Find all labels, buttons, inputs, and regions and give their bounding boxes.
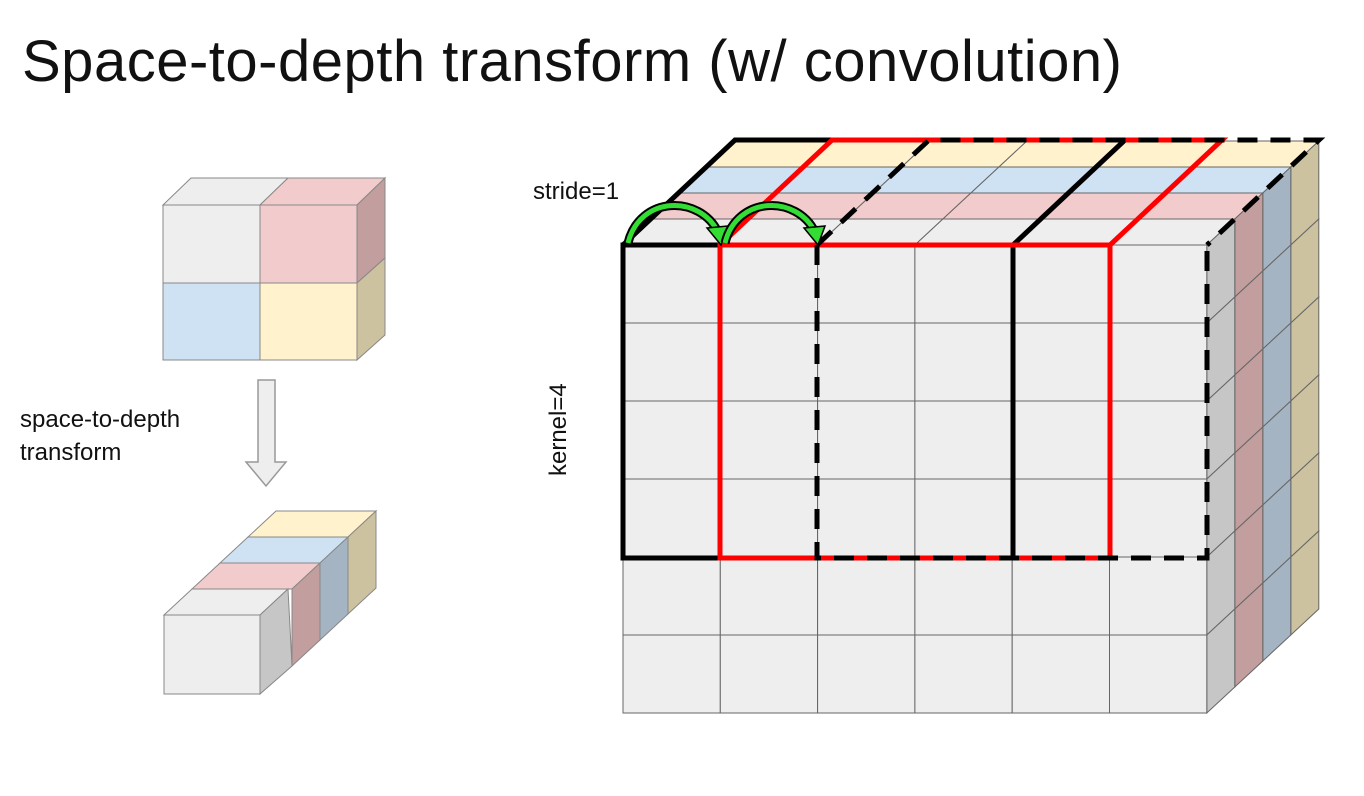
volume-front-cell [817, 556, 916, 636]
volume-front-cell [719, 400, 819, 480]
volume-front-cell [914, 322, 1013, 402]
volume-front-cell [914, 400, 1013, 480]
volume-front-cell [817, 244, 916, 324]
volume-front-cell [914, 556, 1013, 636]
volume-front-cell [719, 244, 819, 324]
volume-front-cell [817, 322, 916, 402]
transform-label: space-to-depth transform [20, 403, 180, 469]
transform-down-arrow [244, 379, 288, 488]
volume-front-cell [719, 556, 819, 636]
volume-front-cell [1109, 478, 1208, 558]
volume-front-cell [1109, 634, 1208, 714]
feature-volume [621, 139, 1321, 715]
volume-front-cell [622, 322, 721, 402]
kernel-label: kernel=4 [545, 383, 572, 476]
kernel-window-3-top [815, 137, 1326, 247]
volume-front-cell [622, 634, 721, 714]
volume-front-cell [817, 634, 916, 714]
cube-front-gray [162, 204, 261, 284]
volume-front-cell [1011, 322, 1110, 402]
volume-front-cell [817, 400, 916, 480]
kernel-windows [620, 137, 1326, 561]
volume-front-cell [914, 244, 1013, 324]
kernel-window-3-front [814, 245, 1210, 561]
volume-front-cell [817, 478, 916, 558]
stride-label: stride=1 [533, 178, 620, 205]
cube-front-yellow [259, 282, 358, 361]
transform-label-line2: transform [20, 439, 122, 466]
volume-front-cell [622, 478, 721, 558]
stack-front-gray [163, 614, 261, 695]
volume-front-cell [914, 478, 1013, 558]
volume-front-cell [914, 634, 1013, 714]
stack-side-pink [291, 561, 321, 668]
volume-front-cell [1011, 556, 1110, 636]
volume-front-cell [1109, 322, 1208, 402]
volume-front-cell [1109, 556, 1208, 636]
volume-front-cell [622, 400, 721, 480]
stride-arrows [623, 201, 827, 247]
volume-front-cell [1011, 244, 1110, 324]
stride-arrowhead-2 [802, 225, 827, 247]
transform-label-line1: space-to-depth [20, 406, 181, 433]
kernel-window-2-top [718, 137, 1229, 247]
volume-front-cell [719, 322, 819, 402]
volume-front-cell [622, 556, 721, 636]
cube-front-pink [259, 204, 358, 284]
slide-title: Space-to-depth transform (w/ convolution… [22, 29, 1123, 94]
volume-front-cell [1109, 244, 1208, 324]
volume-front-cell [622, 244, 721, 324]
volume-front-cell [1011, 634, 1110, 714]
volume-front-cell [719, 634, 819, 714]
cube-front-blue [162, 282, 261, 361]
volume-front-cell [1011, 478, 1110, 558]
volume-front-cell [1109, 400, 1208, 480]
volume-front-cell [719, 478, 819, 558]
volume-front-cell [1011, 400, 1110, 480]
output-depth-stack [162, 509, 378, 696]
input-cube-2x2 [161, 176, 387, 362]
